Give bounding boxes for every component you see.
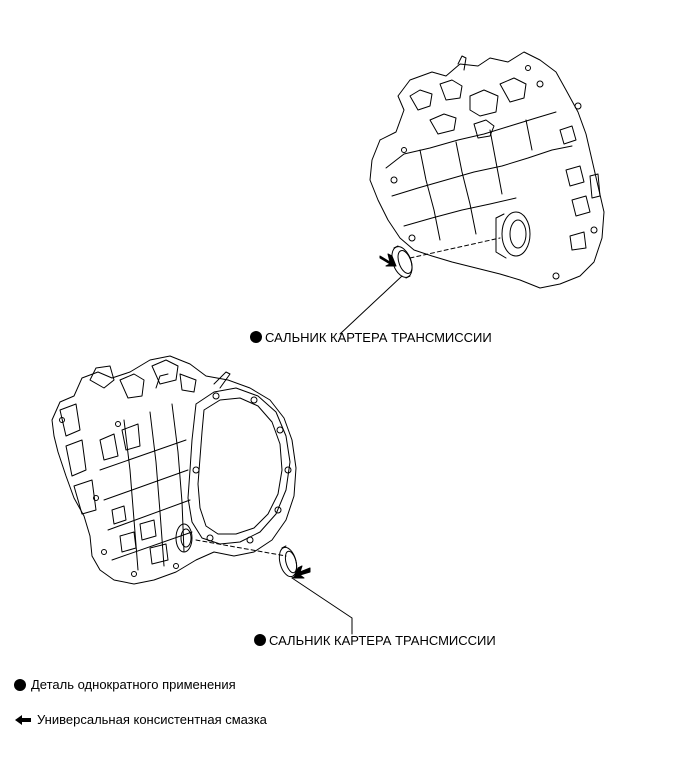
lower-callout-label: САЛЬНИК КАРТЕРА ТРАНСМИССИИ [269,633,496,648]
lower-grease-arrow [293,565,311,579]
lower-callout: САЛЬНИК КАРТЕРА ТРАНСМИССИИ [254,633,496,648]
lower-transmission-case [51,355,297,585]
lower-non-reusable-dot [254,634,266,646]
upper-transmission-case [369,51,605,289]
upper-callout-label: САЛЬНИК КАРТЕРА ТРАНСМИССИИ [265,330,492,345]
filled-circle-icon [14,679,26,691]
lower-leader-line [291,577,353,635]
legend-non-reusable: Деталь однократного применения [14,677,236,693]
upper-grease-arrow [379,253,397,267]
grease-arrow-icon [15,715,31,725]
legend-grease: Универсальная консистентная смазка [14,712,267,728]
upper-non-reusable-dot [250,331,262,343]
lower-alignment-line [195,539,287,557]
upper-callout: САЛЬНИК КАРТЕРА ТРАНСМИССИИ [250,330,492,345]
legend-grease-label: Универсальная консистентная смазка [37,712,267,727]
upper-oil-seal [391,245,413,279]
upper-leader-line [339,275,403,335]
legend-non-reusable-label: Деталь однократного применения [31,677,236,692]
upper-alignment-line [409,237,501,259]
